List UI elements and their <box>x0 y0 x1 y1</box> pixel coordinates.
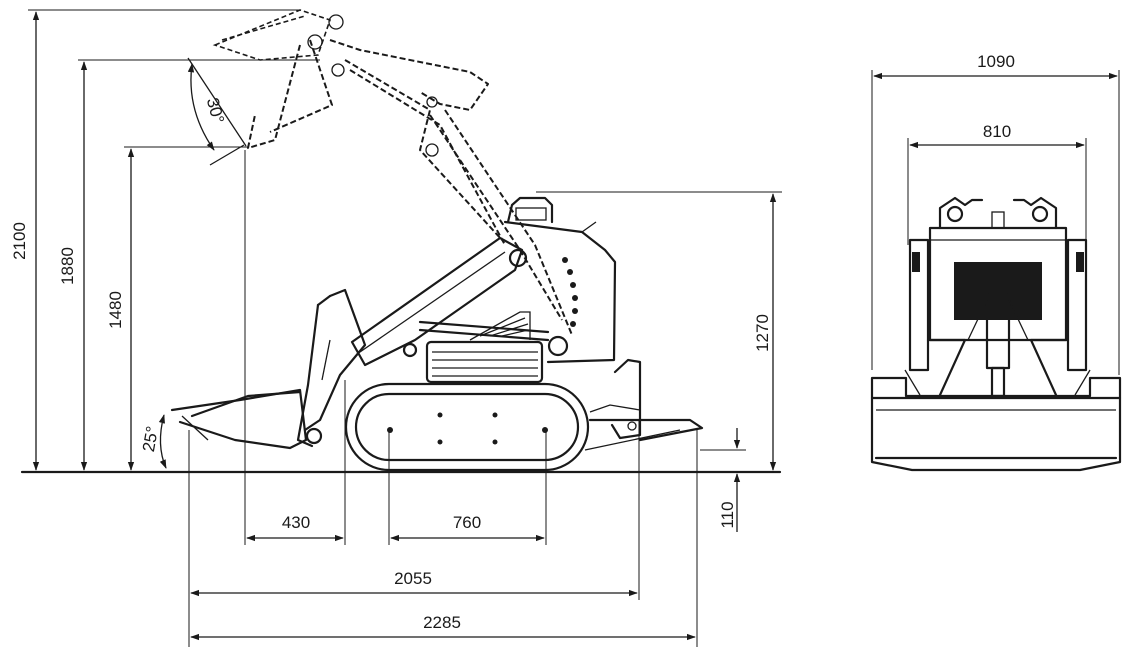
dim-110: 110 <box>700 428 746 532</box>
dim-1480: 1480 <box>106 146 248 471</box>
dim-2055: 2055 <box>188 420 640 647</box>
dim-760: 760 <box>388 430 547 545</box>
dim-1480-label: 1480 <box>106 291 125 329</box>
machine-body-front <box>870 196 1122 472</box>
dim-810-label: 810 <box>983 122 1011 141</box>
dim-1880-label: 1880 <box>58 247 77 285</box>
dim-1090: 1090 <box>871 52 1120 375</box>
angle-30-label: 30° <box>203 96 228 126</box>
angle-25-label: 25° <box>139 425 162 454</box>
dim-1270-label: 1270 <box>753 314 772 352</box>
dim-110-label: 110 <box>718 501 737 528</box>
dim-2100-label: 2100 <box>10 222 29 260</box>
dim-430: 430 <box>244 150 346 545</box>
dim-2100: 2100 <box>10 9 300 471</box>
dim-1090-label: 1090 <box>977 52 1015 71</box>
angle-30: 30° <box>187 57 247 166</box>
dim-760-label: 760 <box>453 513 481 532</box>
dim-2055-label: 2055 <box>394 569 432 588</box>
dim-1270: 1270 <box>536 191 782 471</box>
dim-1880: 1880 <box>58 59 320 471</box>
dim-2285-label: 2285 <box>423 613 461 632</box>
raised-arm-ghost <box>212 9 573 336</box>
machine-body-side <box>170 196 704 472</box>
dim-810: 810 <box>907 122 1087 245</box>
angle-25: 25° <box>139 414 209 469</box>
dim-430-label: 430 <box>282 513 310 532</box>
dim-2285: 2285 <box>190 430 698 647</box>
